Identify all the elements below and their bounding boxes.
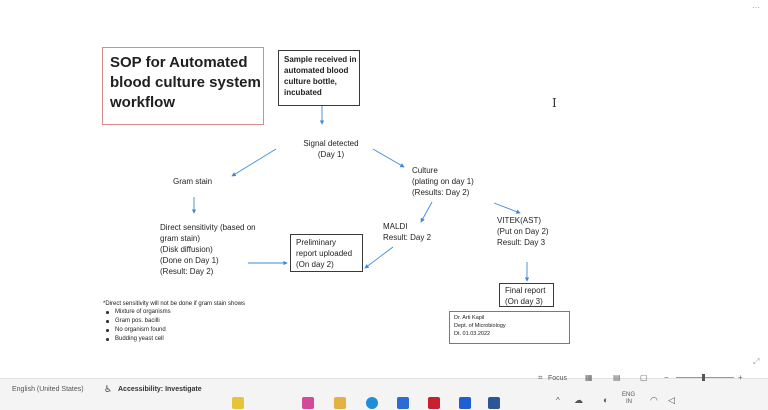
zoom-slider-thumb[interactable] bbox=[702, 374, 705, 381]
zoom-out-icon[interactable]: − bbox=[664, 373, 669, 382]
node-direct-sensitivity: Direct sensitivity (based on gram stain)… bbox=[160, 222, 256, 277]
focus-button[interactable]: Focus bbox=[548, 375, 568, 382]
node-text: (On day 2) bbox=[296, 260, 334, 269]
node-text: (plating on day 1) bbox=[412, 177, 474, 186]
list-item: Gram pos. bacilli bbox=[103, 317, 245, 326]
signature-line: Dt. 01.03.2022 bbox=[454, 331, 491, 337]
arrow-culture-to-maldi bbox=[420, 201, 433, 223]
title-line-3: workflow bbox=[110, 94, 176, 111]
store-icon[interactable] bbox=[397, 397, 409, 409]
node-preliminary-report: Preliminary report uploaded (On day 2) bbox=[290, 234, 363, 272]
tray-region[interactable]: IN bbox=[626, 399, 632, 405]
list-item: No organism found bbox=[103, 326, 245, 335]
signature-line: Dept. of Microbiology bbox=[454, 323, 506, 329]
node-text: automated blood bbox=[284, 66, 349, 75]
wifi-icon[interactable]: ◠ bbox=[650, 395, 658, 405]
arrow-culture-to-vitek bbox=[493, 202, 521, 214]
edge-icon[interactable] bbox=[366, 397, 378, 409]
normal-view-icon[interactable]: ▦ bbox=[585, 373, 593, 382]
node-text: Result: Day 2 bbox=[383, 233, 432, 242]
node-signal-detected: Signal detected (Day 1) bbox=[296, 138, 366, 160]
node-text: MALDI bbox=[383, 222, 408, 231]
language-status[interactable]: English (United States) bbox=[12, 386, 84, 393]
node-text: (Put on Day 2) bbox=[497, 227, 549, 236]
window-dots-icon[interactable]: ⋯ bbox=[752, 3, 760, 12]
node-text: (Results: Day 2) bbox=[412, 188, 470, 197]
signature-line: Dr. Arti Kapil bbox=[454, 315, 485, 321]
node-culture: Culture (plating on day 1) (Results: Day… bbox=[412, 165, 474, 198]
status-bar: English (United States) ♿ Accessibility:… bbox=[0, 373, 768, 410]
node-sample-received: Sample received in automated blood cultu… bbox=[278, 50, 360, 106]
node-vitek-ast: VITEK(AST) (Put on Day 2) Result: Day 3 bbox=[497, 215, 549, 248]
arrow-signal-to-gram bbox=[231, 148, 277, 177]
node-text: (Done on Day 1) bbox=[160, 256, 219, 265]
node-text: incubated bbox=[284, 88, 322, 97]
security-icon[interactable]: ◐ bbox=[603, 395, 609, 405]
tray-chevron-icon[interactable]: ^ bbox=[556, 396, 560, 405]
node-text: Direct sensitivity (based on bbox=[160, 223, 256, 232]
node-maldi: MALDI Result: Day 2 bbox=[383, 221, 431, 243]
node-text: Preliminary bbox=[296, 238, 337, 247]
node-text: Signal detected bbox=[303, 139, 359, 148]
node-text: culture bottle, bbox=[284, 77, 337, 86]
title-line-2: blood culture system bbox=[110, 74, 261, 91]
node-text: (On day 3) bbox=[505, 297, 543, 306]
focus-icon[interactable]: ⌗ bbox=[538, 373, 543, 382]
node-text: Sample received in bbox=[284, 55, 357, 64]
folder-icon[interactable] bbox=[334, 397, 346, 409]
list-item: Budding yeast cell bbox=[103, 335, 245, 344]
slide-canvas: SOP for Automated blood culture system w… bbox=[102, 3, 760, 366]
node-text: VITEK(AST) bbox=[497, 216, 542, 225]
mcafee-icon[interactable] bbox=[428, 397, 440, 409]
node-text: (Disk diffusion) bbox=[160, 245, 213, 254]
node-text: Result: Day 3 bbox=[497, 238, 546, 247]
node-text: report uploaded bbox=[296, 249, 353, 258]
accessibility-icon: ♿ bbox=[104, 384, 113, 394]
node-final-report: Final report (On day 3) bbox=[499, 283, 554, 307]
title-box: SOP for Automated blood culture system w… bbox=[102, 47, 264, 125]
dropbox-icon[interactable] bbox=[459, 397, 471, 409]
word-icon[interactable] bbox=[488, 397, 500, 409]
node-gram-stain: Gram stain bbox=[173, 176, 212, 187]
reading-view-icon[interactable]: ▢ bbox=[640, 373, 648, 382]
list-item: Mixture of organisms bbox=[103, 308, 245, 317]
title-line-1: SOP for Automated bbox=[110, 54, 248, 71]
footnote-title: *Direct sensitivity will not be done if … bbox=[103, 301, 246, 307]
volume-icon[interactable]: ◁ bbox=[668, 395, 675, 405]
fit-slide-icon[interactable]: ⤢ bbox=[753, 357, 760, 366]
node-text: Culture bbox=[412, 166, 438, 175]
node-text: (Day 1) bbox=[317, 150, 345, 159]
arrow-maldi-to-prelim bbox=[364, 246, 394, 269]
accessibility-status[interactable]: Accessibility: Investigate bbox=[118, 386, 202, 393]
zoom-slider[interactable] bbox=[676, 377, 734, 378]
node-text: (Result: Day 2) bbox=[160, 267, 214, 276]
signature-box: Dr. Arti Kapil Dept. of Microbiology Dt.… bbox=[449, 311, 570, 344]
arrow-signal-to-culture bbox=[372, 148, 405, 168]
explorer-icon[interactable] bbox=[232, 397, 244, 409]
slide-sorter-icon[interactable]: ▤ bbox=[613, 373, 621, 382]
node-text: Final report bbox=[505, 286, 546, 295]
tray-language[interactable]: ENG bbox=[622, 392, 636, 398]
app-icon[interactable] bbox=[302, 397, 314, 409]
flow-arrows bbox=[191, 106, 530, 282]
footnote: *Direct sensitivity will not be done if … bbox=[103, 300, 245, 344]
cloud-icon[interactable]: ☁ bbox=[574, 395, 583, 405]
footnote-list: Mixture of organisms Gram pos. bacilli N… bbox=[103, 308, 245, 344]
node-text: Gram stain bbox=[173, 177, 213, 186]
zoom-in-icon[interactable]: + bbox=[738, 373, 743, 382]
node-text: gram stain) bbox=[160, 234, 201, 243]
text-cursor-icon: I bbox=[552, 96, 557, 110]
